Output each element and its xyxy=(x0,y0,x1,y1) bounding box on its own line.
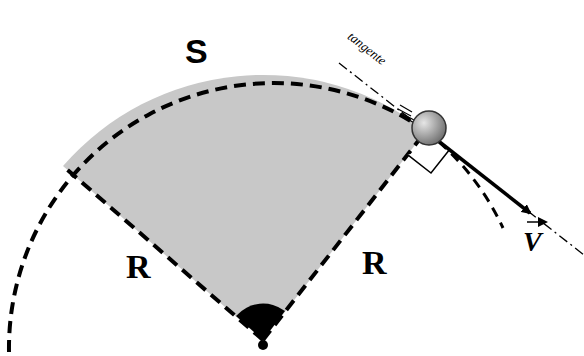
angle-wedge xyxy=(236,304,285,340)
sector-fill xyxy=(63,75,426,340)
circle-arc xyxy=(9,83,426,352)
arc-label: S xyxy=(185,34,208,68)
center-dot xyxy=(258,340,268,350)
velocity-vector xyxy=(432,136,530,213)
vector-arrow-symbol xyxy=(527,221,546,223)
right-angle-mark xyxy=(408,150,450,174)
radius-label: R xyxy=(126,250,151,284)
radius-line xyxy=(263,131,426,340)
tangent-label: tangente xyxy=(344,28,390,68)
circle-arc xyxy=(426,131,503,228)
tangent-line xyxy=(339,63,584,255)
radius-label: R xyxy=(362,246,387,280)
vector-label: V xyxy=(523,228,542,256)
radius-line xyxy=(63,166,263,340)
ball xyxy=(412,111,446,145)
